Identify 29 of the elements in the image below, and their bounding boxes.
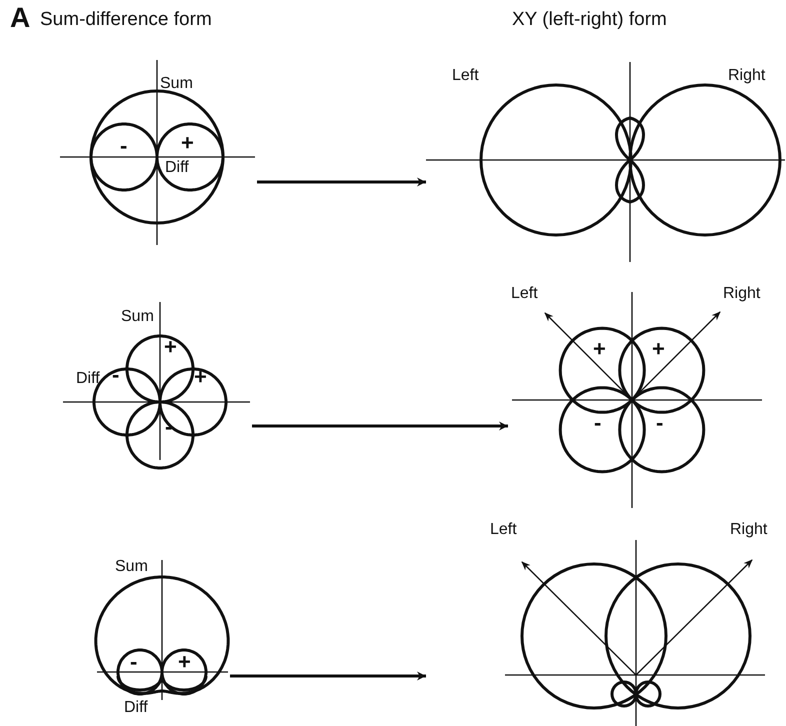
polarity-sign: - xyxy=(112,364,120,386)
column-heading: XY (left-right) form xyxy=(512,10,667,29)
arrow xyxy=(230,672,426,680)
pattern-label: Sum xyxy=(115,559,148,575)
arrow xyxy=(252,422,508,430)
pattern-label: Sum xyxy=(121,309,154,325)
polarity-sign: - xyxy=(656,412,664,434)
polarity-sign: + xyxy=(178,651,191,673)
polarity-sign: - xyxy=(594,412,602,434)
pattern-label: Right xyxy=(728,68,766,84)
pattern-label: Right xyxy=(723,286,760,302)
polarity-sign: + xyxy=(181,132,194,154)
pattern-label: Sum xyxy=(160,76,193,92)
pattern-label: Diff xyxy=(124,700,148,716)
pattern-label: Diff xyxy=(76,371,100,387)
pattern-label: Left xyxy=(490,522,517,538)
polarity-sign: - xyxy=(130,651,138,673)
pattern-label: Left xyxy=(452,68,479,84)
pattern-label: Left xyxy=(511,286,538,302)
panel-letter: A xyxy=(10,4,30,32)
polarity-sign: + xyxy=(164,336,177,358)
polarity-sign: + xyxy=(593,338,606,360)
polarity-sign: - xyxy=(120,135,128,157)
polarity-sign: + xyxy=(652,338,665,360)
arrow xyxy=(257,178,426,186)
column-heading: Sum-difference form xyxy=(40,10,212,29)
pattern-label: Diff xyxy=(165,160,189,176)
polarity-sign: + xyxy=(194,366,207,388)
pattern-label: Right xyxy=(730,522,768,538)
